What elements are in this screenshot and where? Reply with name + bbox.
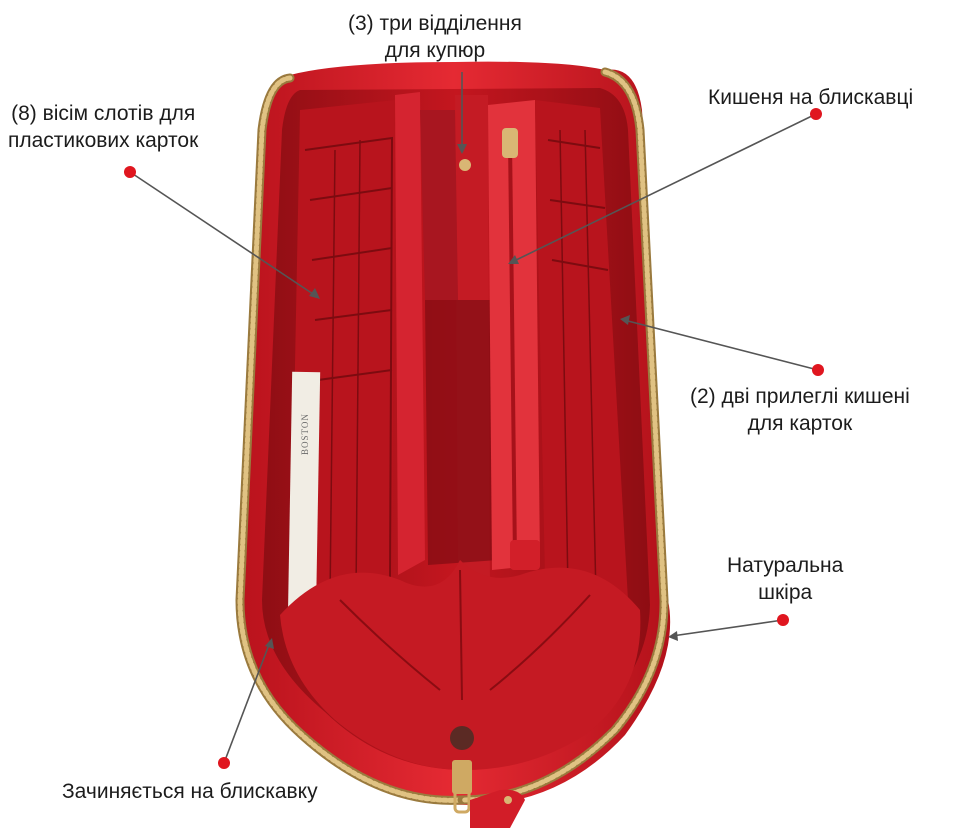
label-bill-compartments-line1: (3) три відділення [348,12,522,35]
zipper-track [235,67,669,805]
label-card-slots: (8) вісім слотів для пластикових карток [8,100,198,154]
label-leather-line2: шкіра [758,581,813,604]
label-zip-closure-line1: Зачиняється на блискавку [62,780,318,803]
label-zip-closure: Зачиняється на блискавку [62,778,318,805]
label-side-pockets-line2: для карток [747,412,853,435]
label-bill-compartments-line2: для купюр [384,39,486,62]
marker-dot [124,166,136,178]
marker-dot [218,757,230,769]
label-side-pockets: (2) дві прилеглі кишені для карток [690,383,910,437]
label-card-slots-line2: пластикових карток [8,129,199,152]
pointer-arrowheads [265,144,678,649]
label-card-slots-line1: (8) вісім слотів для [11,102,196,125]
brand-tag-text: BOSTON [300,413,310,455]
marker-dots [124,108,824,769]
label-zip-pocket: Кишеня на блискавці [708,84,913,111]
zip-pocket-panel [459,100,540,570]
brand-tag: BOSTON [287,371,321,623]
right-card-slots [535,100,628,600]
label-leather-line1: Натуральна [727,554,844,577]
label-zip-pocket-line1: Кишеня на блискавці [708,86,914,109]
marker-dot [777,614,789,626]
marker-dot [812,364,824,376]
label-leather: Натуральна шкіра [727,552,843,606]
marker-dot [810,108,822,120]
bill-dividers [395,92,498,600]
pointers [129,72,819,764]
label-side-pockets-line1: (2) дві прилеглі кишені [690,385,910,408]
bottom-gusset [280,560,641,770]
zipper-pull [452,760,525,828]
label-bill-compartments: (3) три відділення для купюр [348,10,522,64]
